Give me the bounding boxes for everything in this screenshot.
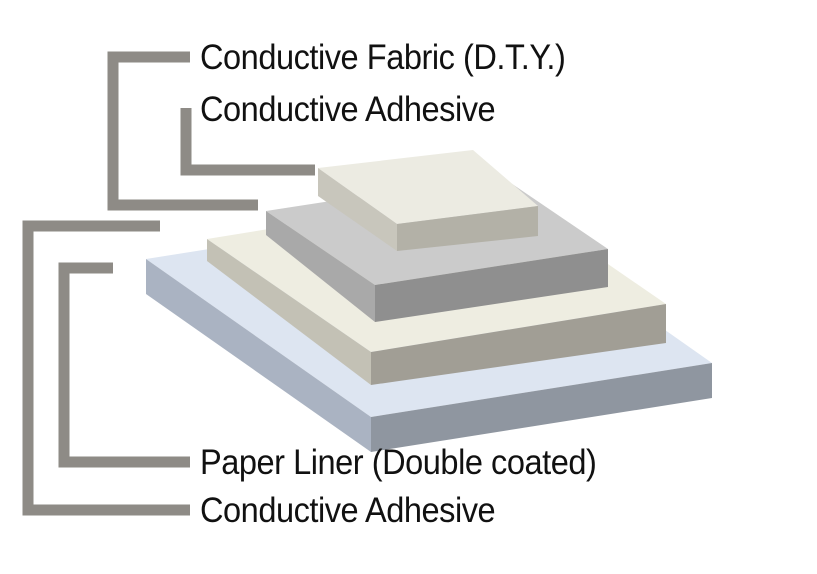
label-bottom-conductive-adhesive: Conductive Adhesive bbox=[200, 491, 496, 530]
conductive-fabric-layer bbox=[318, 150, 538, 251]
label-paper-liner: Paper Liner (Double coated) bbox=[200, 443, 597, 482]
leader-line-paper-liner bbox=[58, 262, 190, 468]
leader-line-fabric bbox=[107, 51, 258, 211]
label-conductive-fabric: Conductive Fabric (D.T.Y.) bbox=[200, 38, 566, 77]
leader-line-top-adhesive bbox=[180, 108, 315, 176]
label-top-conductive-adhesive: Conductive Adhesive bbox=[200, 90, 496, 129]
leader-line-bottom-adhesive bbox=[22, 220, 190, 516]
leader-lines bbox=[22, 51, 315, 516]
